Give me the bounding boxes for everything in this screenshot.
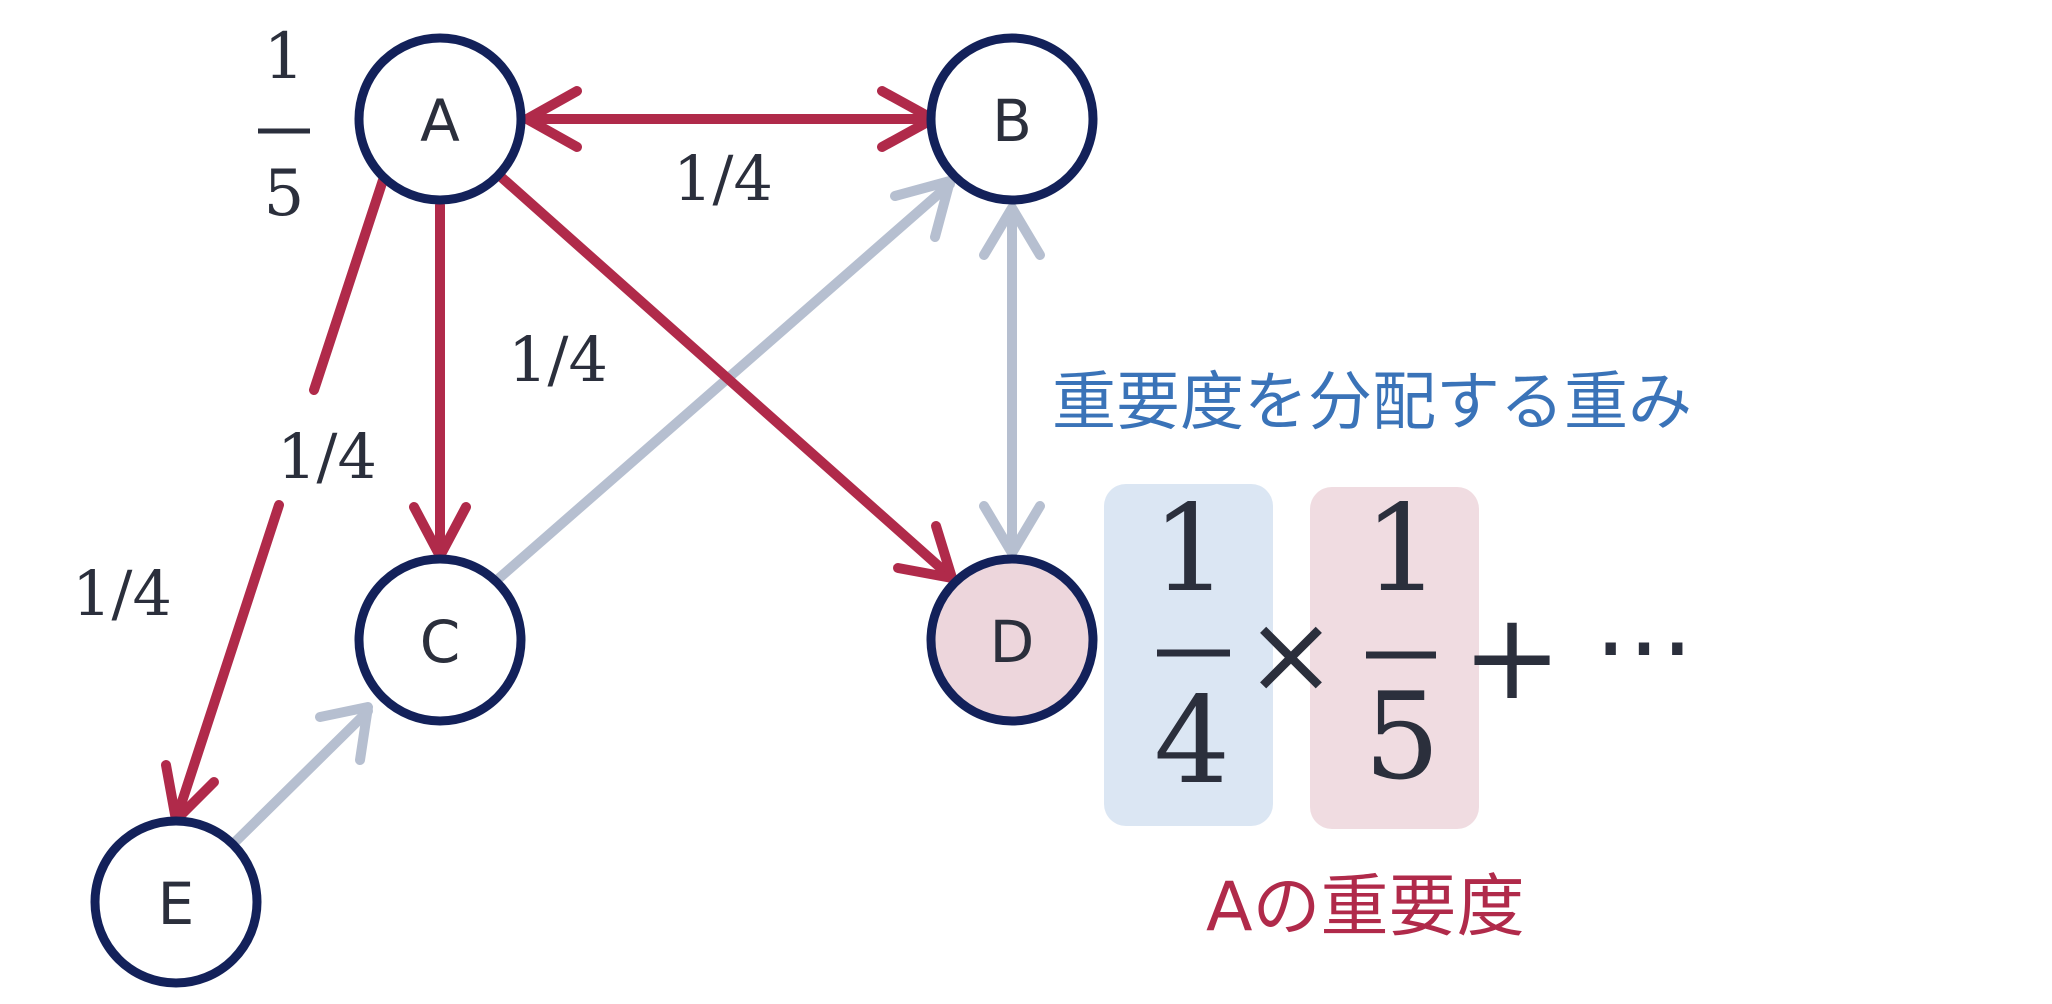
node-c-label: C: [420, 608, 461, 676]
node-c: C: [354, 554, 526, 726]
edge-a-to-d: [495, 171, 957, 583]
edge-label-a-c: 1/4: [508, 323, 608, 396]
node-d: D: [926, 554, 1098, 726]
weight-caption: 重要度を分配する重み: [1052, 366, 1692, 440]
plus-sign: +: [1462, 588, 1563, 727]
edge-a-to-d-arrowhead: [893, 521, 957, 583]
node-b-label: B: [992, 87, 1032, 155]
node-e: E: [90, 816, 262, 988]
gray-edges: [227, 176, 1045, 850]
edge-e-to-c: [227, 706, 373, 850]
importance-caption: Aの重要度: [1206, 868, 1525, 947]
node-d-label: D: [990, 608, 1035, 676]
node-a: A: [354, 33, 526, 205]
edge-label-a-e-left: 1/4: [72, 557, 172, 630]
edge-a-b-arrowhead-left: [522, 86, 582, 152]
edge-label-a-e-upper: 1/4: [277, 420, 377, 493]
importance-equation: 1 4 × 1 5 + ⋯: [1104, 480, 1694, 829]
edge-b-d-arrowhead-bottom: [979, 501, 1045, 558]
edge-a-to-e-lower: [171, 500, 284, 825]
fraction-a-denominator: 5: [264, 157, 305, 231]
edge-a-to-e-upper: [309, 175, 388, 395]
importance-numerator: 1: [1364, 480, 1440, 619]
ellipsis: ⋯: [1594, 587, 1694, 704]
node-b: B: [926, 33, 1098, 205]
edge-c-to-b: [492, 179, 955, 585]
node-e-label: E: [158, 870, 195, 938]
edge-b-d-arrowhead-top: [979, 203, 1045, 260]
fraction-a-numerator: 1: [264, 20, 305, 94]
times-sign: ×: [1245, 590, 1337, 718]
edge-e-to-c-arrowhead: [315, 702, 373, 765]
node-a-label: A: [420, 87, 460, 155]
weight-numerator: 1: [1152, 480, 1228, 619]
importance-denominator: 5: [1364, 668, 1440, 807]
edge-c-to-b-arrowhead: [890, 176, 955, 242]
edge-label-a-b: 1/4: [673, 142, 773, 215]
node-a-importance-fraction: 1 5: [258, 20, 310, 231]
weight-denominator: 4: [1154, 672, 1230, 811]
